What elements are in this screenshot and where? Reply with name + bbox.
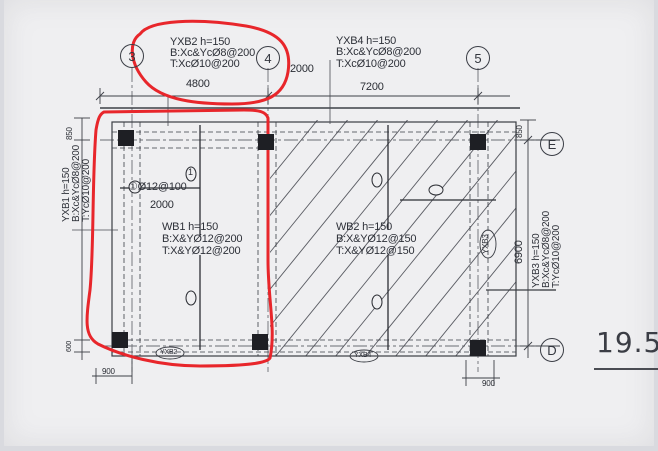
dim-600-left: 600 [66,340,73,352]
yxb3-tag: YXB3 [481,234,490,254]
axis-bubble-D: D [540,338,564,362]
slab-outline [111,121,517,357]
dim-850-right: 850 [515,125,524,138]
dim-7200: 7200 [360,81,384,93]
yxb3-tag-outline [479,229,497,259]
axis-label-4: 4 [264,50,272,66]
wb2-line3: T:X&YØ12@150 [336,245,415,257]
wb1-line1: WB1 h=150 [162,221,218,233]
axis-bubble-4: 4 [256,46,280,70]
axis-bubble-3: 3 [120,44,144,68]
axis-label-5: 5 [474,50,482,66]
yxb4-line2: B:Xc&YcØ8@200 [336,46,421,58]
yxb2-line3: T:XcØ10@200 [170,58,240,70]
dim-900-right: 900 [482,379,495,388]
axis-bubble-E: E [540,132,564,156]
wb1-line3: T:X&YØ12@200 [162,245,241,257]
axis-label-3: 3 [128,48,136,64]
yxb2-tag: YXB2 [160,349,178,356]
dim-850-left: 850 [65,127,74,140]
column-3D [112,332,128,348]
column-5E [470,134,486,150]
dim-900-left: 900 [102,367,115,376]
wb2-hatch [270,120,516,356]
red-annotation [85,19,291,368]
dim-2000-slab: 2000 [150,199,174,211]
marker-1: 1 [188,167,193,177]
axis-label-D: D [547,342,557,358]
yxb3-line3: T:YcØ10@200 [551,225,562,288]
dim-2000-top: 2000 [290,63,314,75]
yxb2-line2: B:Xc&YcØ8@200 [170,47,255,59]
dim-4800: 4800 [186,78,210,90]
column-5D [470,340,486,356]
wb1-line2: B:X&YØ12@200 [162,233,243,245]
yxb2-line1: YXB2 h=150 [170,36,231,48]
wb2-line1: WB2 h=150 [336,221,392,233]
yxb4-line1: YXB4 h=150 [336,35,397,47]
scale-label: 19.5 [596,326,658,359]
yxb4-tag: YXB4 [354,352,372,359]
column-4D [252,334,268,350]
dim-6900: 6900 [513,240,525,264]
yxb4-line3: T:XcØ10@200 [336,58,406,70]
axis-label-E: E [547,136,557,152]
scale-underline [594,368,658,370]
column-4E [258,134,274,150]
column-3E [118,130,134,146]
rebar-1-label: ①Ø12@100 [128,181,187,193]
axis-bubble-5: 5 [466,46,490,70]
yxb1-line3: T:YcØ10@200 [81,159,92,222]
wb2-line2: B:X&YØ12@150 [336,233,417,245]
